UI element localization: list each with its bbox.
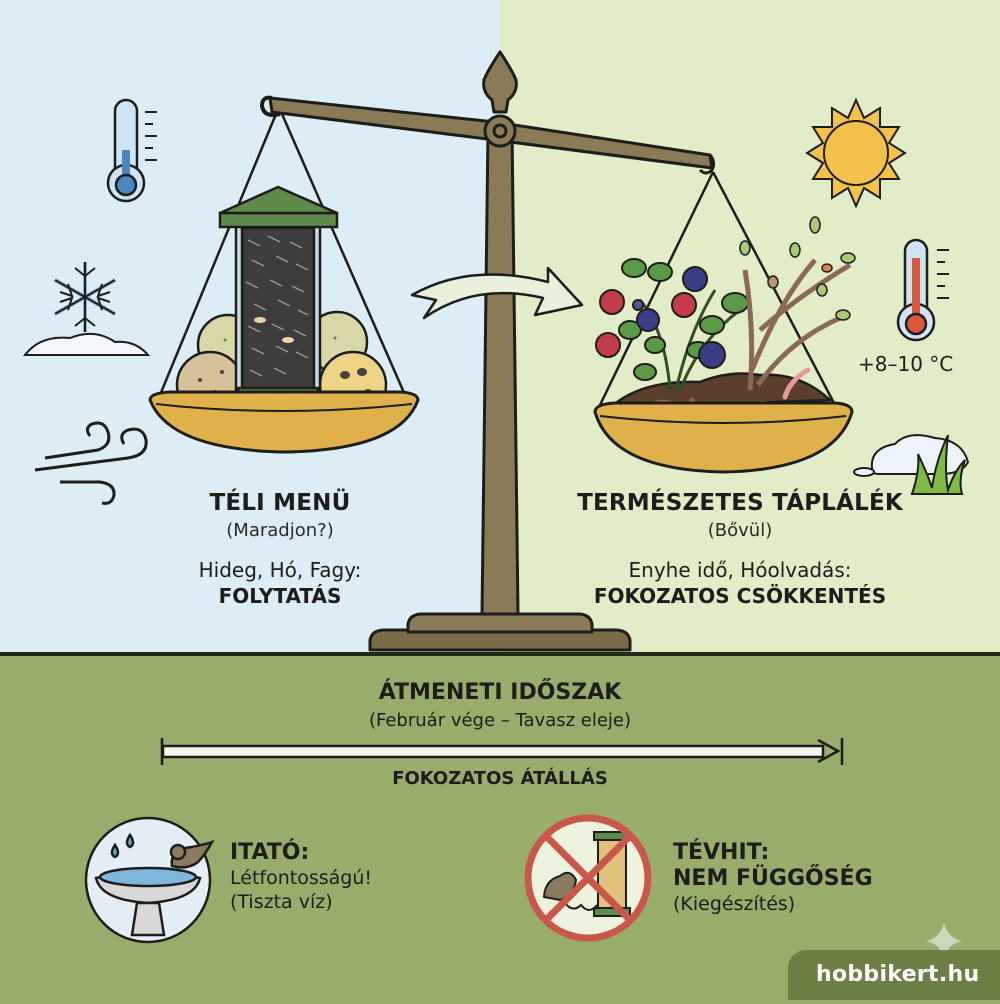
- sparkle-icon: [926, 922, 962, 960]
- transition-subtitle: (Február vége – Tavasz eleje): [368, 710, 632, 731]
- winter-menu-title: TÉLI MENÜ: [209, 490, 351, 516]
- winter-condition: Hideg, Hó, Fagy:: [198, 558, 362, 582]
- myth-card-title: TÉVHIT:: [673, 840, 770, 865]
- wind-icon: [34, 421, 148, 505]
- sun-icon: [805, 97, 907, 209]
- water-card-title: ITATÓ:: [230, 840, 310, 865]
- winter-menu-subtitle: (Maradjon?): [226, 520, 334, 541]
- myth-card-line2: (Kiegészítés): [673, 893, 796, 915]
- snowflake-icon: [22, 262, 151, 356]
- bird-feeder-icon: [218, 185, 339, 414]
- natural-food-subtitle: (Bővül): [707, 520, 773, 541]
- water-card: ITATÓ: Létfontosságú! (Tiszta víz): [230, 840, 372, 914]
- myth-card: TÉVHIT: NEM FÜGGŐSÉG (Kiegészítés): [673, 840, 873, 916]
- left-pan-strings: [158, 113, 407, 396]
- left-pan: [148, 390, 420, 454]
- water-card-line1: Létfontosságú!: [230, 867, 372, 889]
- brand-logo-text: hobbikert.hu: [816, 962, 980, 987]
- no-dependency-icon: [524, 814, 652, 942]
- temperature-label: +8–10 °C: [858, 352, 954, 376]
- water-card-line2: (Tiszta víz): [230, 891, 333, 913]
- natural-food-title: TERMÉSZETES TÁPLÁLÉK: [577, 490, 903, 516]
- soil: [606, 372, 834, 410]
- budding-branch-icon: [739, 216, 856, 391]
- brand-logo[interactable]: hobbikert.hu: [788, 950, 1000, 1000]
- myth-card-line1: NEM FÜGGŐSÉG: [673, 866, 873, 891]
- melting-snow-grass-icon: [853, 434, 970, 495]
- right-pan: [593, 401, 854, 474]
- thermometer-warm-icon: [896, 238, 949, 342]
- curved-arrow-icon: [410, 266, 584, 320]
- bird-bath-icon: [84, 816, 215, 944]
- transition-title: ÁTMENETI IDŐSZAK: [378, 680, 622, 705]
- berry-bush-icon: [595, 258, 749, 391]
- transition-label: FOKOZATOS ÁTÁLLÁS: [392, 768, 608, 789]
- winter-action: FOLYTATÁS: [218, 584, 342, 608]
- balance-scale-icon: [260, 50, 716, 652]
- spring-condition: Enyhe idő, Hóolvadás:: [628, 558, 852, 582]
- thermometer-cold-icon: [106, 98, 157, 203]
- timeline-arrow: [160, 738, 844, 765]
- spring-action: FOKOZATOS CSÖKKENTÉS: [593, 584, 887, 608]
